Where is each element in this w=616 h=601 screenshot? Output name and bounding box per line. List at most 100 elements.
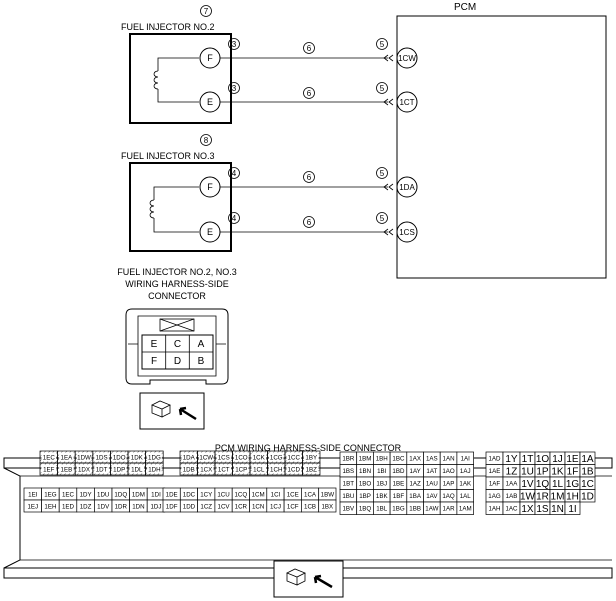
pin-cell: 1EH xyxy=(44,503,56,510)
pin-cell: 1U xyxy=(521,466,534,477)
pin-cell: 1CL xyxy=(253,466,265,473)
pin-cell: 1CP xyxy=(235,466,247,473)
pin-cell: 1DG xyxy=(148,454,161,461)
pin-cell: 1BA xyxy=(409,493,422,500)
connector-title-line3: CONNECTOR xyxy=(148,291,206,301)
pin-cell: 1BH xyxy=(376,456,388,463)
pin-cell-box xyxy=(579,489,596,503)
pin-cell: 1V xyxy=(521,479,534,490)
connector-arrow-icon xyxy=(383,98,394,106)
pin-cell: 1DX xyxy=(78,466,90,473)
pin-cell: 1H xyxy=(566,491,579,502)
pin-cell: 1I xyxy=(568,504,576,515)
injector-harness-connector: FUEL INJECTOR NO.2, NO.3 WIRING HARNESS-… xyxy=(117,267,237,430)
pin-cell: 1CE xyxy=(287,491,299,498)
pin-cell: 1DT xyxy=(96,466,108,473)
pin-cell: 1DI xyxy=(151,491,161,498)
pin-cell: D xyxy=(174,356,181,367)
pin-cell: 1AR xyxy=(443,506,456,513)
pcm-terminal-callout: 5 xyxy=(380,84,385,93)
pin-cell: 1AO xyxy=(442,468,455,475)
pin-cell-fill xyxy=(251,464,266,474)
pin-cell: 1CZ xyxy=(200,503,212,510)
pin-cell: 1DZ xyxy=(80,503,92,510)
pin-cell: 1AL xyxy=(460,493,472,500)
pin-cell: 1BS xyxy=(342,468,354,475)
pin-cell: 1BL xyxy=(376,506,388,513)
connector-title-line2: WIRING HARNESS-SIDE xyxy=(125,279,229,289)
pin-cell: 1B xyxy=(581,466,594,477)
pcm-connector-title: PCM WIRING HARNESS-SIDE CONNECTOR xyxy=(215,443,402,453)
view-direction-icon xyxy=(139,392,205,430)
pin-cell: 1DE xyxy=(166,491,178,498)
pin-cell: 1AN xyxy=(443,456,455,463)
pin-cell: 1EA xyxy=(61,454,74,461)
pin-cell: 1CX xyxy=(200,466,212,473)
pin-cell: 1J xyxy=(552,454,563,465)
pin-cell: 1BC xyxy=(392,456,405,463)
pin-cell: 1BB xyxy=(409,506,421,513)
pin-cell-fill xyxy=(41,452,57,462)
pcm-pin-label: 1CW xyxy=(398,54,416,63)
pin-cell: 1BZ xyxy=(306,466,318,473)
pin-cell: E xyxy=(151,339,158,350)
pin-cell: 1BT xyxy=(343,481,355,488)
pin-cell: 1CO xyxy=(235,454,248,461)
pin-cell: 1AT xyxy=(426,468,437,475)
terminal-callout: 3 xyxy=(232,84,237,93)
pin-cell: 1AH xyxy=(488,506,500,513)
pin-cell: 1L xyxy=(552,479,564,490)
wire-callout: 6 xyxy=(307,173,312,182)
pin-cell: 1BE xyxy=(393,481,405,488)
pcm-pin-label: 1DA xyxy=(399,183,415,192)
pcm-terminal-callout: 5 xyxy=(380,214,385,223)
pin-cell: 1AY xyxy=(410,468,421,475)
pin-cell-fill xyxy=(216,452,231,462)
pin-cell: 1CC xyxy=(288,454,301,461)
pin-cell: 1AI xyxy=(461,456,471,463)
pin-cell: 1D xyxy=(581,491,594,502)
pin-cell: 1CT xyxy=(218,466,230,473)
pin-cell: 1BU xyxy=(342,493,354,500)
pin-cell: 1AD xyxy=(488,456,501,463)
pin-cell: 1G xyxy=(566,479,580,490)
connector-housing xyxy=(125,308,229,385)
pin-cell: 1AV xyxy=(426,493,438,500)
pin-cell: 1AP xyxy=(443,481,455,488)
pin-cell: 1AA xyxy=(506,481,519,488)
coil-wiring xyxy=(153,186,199,233)
pin-cell-fill xyxy=(129,464,145,474)
pin-cell: 1BN xyxy=(359,468,371,475)
pin-cell: 1DY xyxy=(80,491,92,498)
pin-label: F xyxy=(207,53,213,63)
pin-cell: 1DB xyxy=(183,466,195,473)
pin-cell-fill xyxy=(304,464,319,474)
pin-cell-box xyxy=(564,501,581,515)
pin-cell: 1AK xyxy=(459,481,472,488)
pin-cell: 1AJ xyxy=(460,468,471,475)
terminal-callout: 3 xyxy=(232,40,237,49)
pin-cell: 1Q xyxy=(536,479,550,490)
pin-cell: 1BW xyxy=(321,491,335,498)
pin-cell: 1AC xyxy=(505,506,518,513)
pin-cell: 1BK xyxy=(376,493,389,500)
pin-cell: 1CN xyxy=(252,503,264,510)
pin-cell: 1AS xyxy=(426,456,438,463)
pin-cell: 1CS xyxy=(218,454,230,461)
pin-label: E xyxy=(207,97,213,107)
terminal-callout: 4 xyxy=(232,169,237,178)
pin-cell-fill xyxy=(234,464,249,474)
pin-cell: 1E xyxy=(566,454,579,465)
pin-cell: 1EC xyxy=(62,491,75,498)
pin-cell: 1AW xyxy=(425,506,438,513)
pin-cell: 1BO xyxy=(359,481,372,488)
pin-cell-fill xyxy=(269,464,284,474)
pin-cell-fill xyxy=(147,464,162,474)
pin-cell-fill xyxy=(76,452,92,462)
pin-cell: 1K xyxy=(551,466,564,477)
pin-cell: 1CU xyxy=(217,491,229,498)
coil-icon xyxy=(153,70,159,90)
injector-title: FUEL INJECTOR NO.3 xyxy=(121,151,215,161)
pin-label: F xyxy=(207,182,213,192)
